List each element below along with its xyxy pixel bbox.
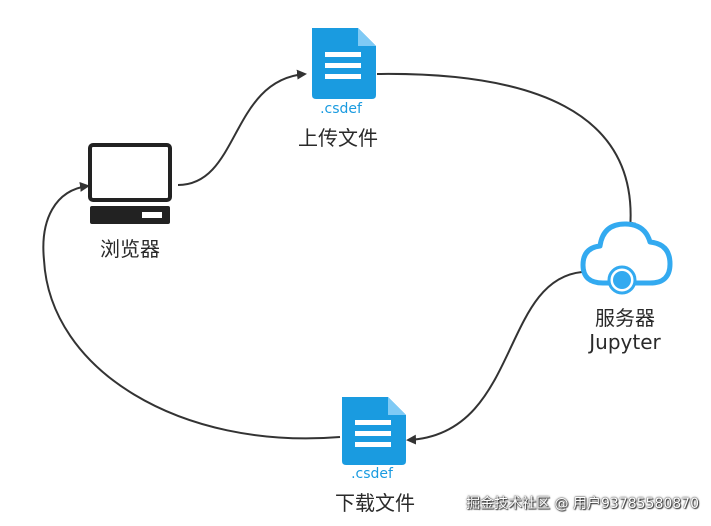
download-ext-label: .csdef bbox=[351, 466, 393, 482]
upload-ext-label: .csdef bbox=[320, 101, 362, 117]
edge-upload-to-server bbox=[376, 72, 636, 232]
upload-document-icon bbox=[312, 28, 376, 99]
server-label: 服务器 bbox=[595, 306, 655, 330]
upload-label: 上传文件 bbox=[298, 126, 378, 150]
watermark-text: 掘金技术社区 @ 用户93785580870 bbox=[466, 496, 699, 512]
computer-monitor-icon bbox=[88, 143, 172, 224]
browser-label: 浏览器 bbox=[100, 237, 160, 261]
edge-download-to-browser bbox=[42, 182, 341, 440]
download-document-icon bbox=[342, 397, 406, 465]
server-jupyter-label: Jupyter bbox=[589, 330, 661, 354]
edge-browser-to-upload bbox=[177, 69, 307, 186]
download-label: 下载文件 bbox=[335, 491, 415, 515]
cloud-icon bbox=[580, 221, 673, 295]
edge-server-to-download bbox=[406, 271, 583, 445]
